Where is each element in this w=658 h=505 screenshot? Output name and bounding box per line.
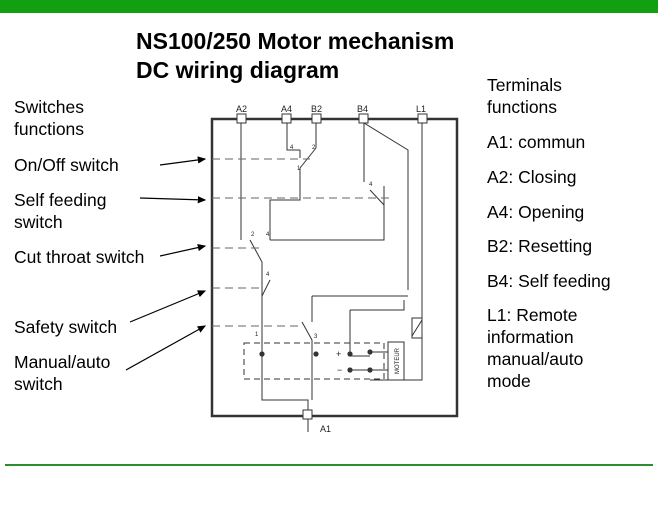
label-a1: A1 xyxy=(320,424,331,434)
arrow-safety xyxy=(129,290,207,323)
terminal-a4 xyxy=(281,113,292,124)
l1-line-2: information xyxy=(487,327,574,347)
contact-number: 2 xyxy=(251,232,255,238)
top-accent-bar xyxy=(0,0,658,13)
guide-lines xyxy=(212,158,390,327)
contact-number: 2 xyxy=(312,145,316,151)
manual-auto-box xyxy=(243,342,385,380)
title-line-2: DC wiring diagram xyxy=(136,57,340,83)
arrow-on-off xyxy=(159,156,207,166)
wires xyxy=(240,122,423,432)
self-feeding-line-1: Self feeding xyxy=(14,190,107,210)
label-b2: B2 xyxy=(311,104,322,114)
switches-heading-line-1: Switches xyxy=(14,97,85,117)
l1-line-3: manual/auto xyxy=(487,349,584,369)
arrow-self-feeding xyxy=(139,196,207,204)
bottom-divider-line xyxy=(5,464,653,466)
contact-number: 4 xyxy=(266,232,270,238)
slide-title: NS100/250 Motor mechanism DC wiring diag… xyxy=(136,27,454,85)
terminal-a1-label: A1: commun xyxy=(487,132,586,152)
terminals-heading-line-2: functions xyxy=(487,97,558,117)
safety-switch-label: Safety switch xyxy=(14,317,118,337)
manual-auto-line-2: switch xyxy=(14,374,63,394)
terminals-heading-line-1: Terminals xyxy=(487,75,562,95)
terminal-b2-label: B2: Resetting xyxy=(487,236,593,256)
contact-number: 1 xyxy=(255,332,259,338)
annotation-arrows xyxy=(125,156,207,371)
terminal-a1 xyxy=(302,409,313,420)
self-feeding-line-2: switch xyxy=(14,212,63,232)
label-motor: MOTEUR xyxy=(395,347,401,374)
contact-number: 4 xyxy=(290,145,294,151)
terminal-b4-label: B4: Self feeding xyxy=(487,271,611,291)
coil-diagonal xyxy=(411,319,423,337)
l1-line-4: mode xyxy=(487,371,531,391)
on-off-switch-label: On/Off switch xyxy=(14,155,119,175)
title-line-1: NS100/250 Motor mechanism xyxy=(136,28,455,54)
terminal-a2 xyxy=(236,113,247,124)
self-feeding-switch-label: Self feeding switch xyxy=(14,189,106,233)
enclosure-box xyxy=(210,117,459,418)
label-minus: − xyxy=(337,365,342,375)
contact-number: 3 xyxy=(314,334,318,340)
terminals-heading: Terminals functions xyxy=(487,74,562,118)
label-plus: + xyxy=(336,349,341,359)
terminal-l1 xyxy=(417,113,428,124)
terminal-b2 xyxy=(311,113,322,124)
cut-throat-switch-label: Cut throat switch xyxy=(14,247,145,267)
label-b4: B4 xyxy=(357,104,368,114)
arrow-manual-auto xyxy=(125,325,207,371)
terminal-b4 xyxy=(358,113,369,124)
manual-auto-line-1: Manual/auto xyxy=(14,352,111,372)
motor-box xyxy=(387,341,405,381)
label-l1: L1 xyxy=(416,104,426,114)
switches-heading-line-2: functions xyxy=(14,119,85,139)
l1-line-1: L1: Remote xyxy=(487,305,578,325)
terminal-a4-label: A4: Opening xyxy=(487,202,585,222)
label-a4: A4 xyxy=(281,104,292,114)
contact-dots xyxy=(259,349,373,373)
arrow-cut-throat xyxy=(159,244,207,257)
terminal-a2-label: A2: Closing xyxy=(487,167,577,187)
contact-number: 4 xyxy=(266,272,270,278)
terminal-l1-label: L1: Remote information manual/auto mode xyxy=(487,304,583,392)
contact-number: 1 xyxy=(297,166,301,172)
manual-auto-switch-label: Manual/auto switch xyxy=(14,351,110,395)
label-a2: A2 xyxy=(236,104,247,114)
contact-number: 4 xyxy=(369,182,373,188)
switches-heading: Switches functions xyxy=(14,96,84,140)
